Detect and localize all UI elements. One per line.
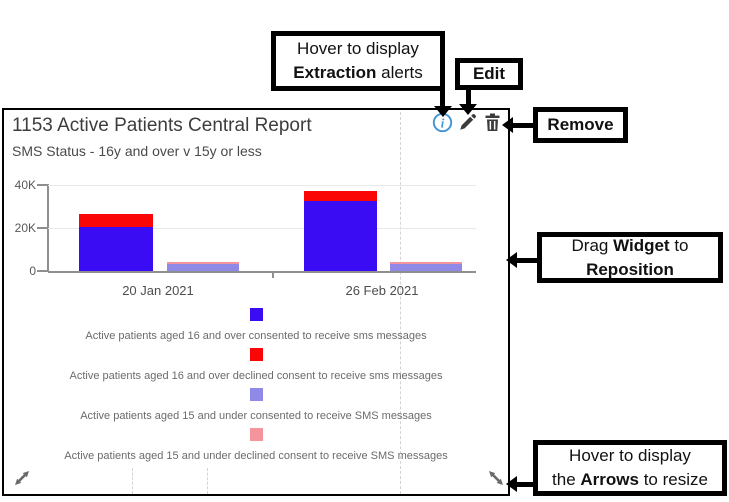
- trash-remove-icon[interactable]: [482, 112, 503, 133]
- callout-text-line: Remove: [547, 115, 614, 134]
- bar-segment: [79, 227, 153, 271]
- bar-segment: [390, 263, 462, 271]
- legend-swatch-15under-declined: [249, 428, 263, 441]
- grid-dashed-line: [207, 468, 208, 494]
- y-tickmark: [37, 270, 48, 272]
- widget-subtitle: SMS Status - 16y and over v 15y or less: [12, 143, 262, 159]
- report-widget-card[interactable]: 1153 Active Patients Central Report SMS …: [2, 108, 510, 496]
- bar-segment: [167, 264, 239, 271]
- callout-text-line: Extraction alerts: [293, 63, 423, 82]
- resize-handle-bottom-left-icon[interactable]: [13, 469, 31, 487]
- arrow-shaft: [440, 91, 445, 106]
- legend-row: Active patients aged 16 and over decline…: [4, 348, 508, 388]
- callout-extraction-alerts: Hover to display Extraction alerts: [271, 31, 445, 91]
- legend-swatch-16over-consented: [249, 308, 263, 321]
- callout-remove: Remove: [533, 107, 628, 143]
- x-axis-tickmark: [272, 272, 274, 278]
- legend-row: Active patients aged 15 and under declin…: [4, 428, 508, 468]
- resize-handle-bottom-right-icon[interactable]: [487, 469, 505, 487]
- arrow-head: [506, 251, 517, 268]
- chart-legend: Active patients aged 16 and over consent…: [4, 308, 508, 468]
- svg-text:i: i: [441, 116, 445, 130]
- bar-stack: [167, 261, 239, 271]
- arrow-head: [433, 106, 452, 117]
- legend-label: Active patients aged 15 and under declin…: [64, 450, 448, 462]
- callout-text-line: Edit: [472, 64, 506, 83]
- y-tick-label-40k: 40K: [14, 178, 36, 192]
- gridline-40k: [48, 185, 476, 186]
- callout-edit: Edit: [455, 58, 523, 90]
- callout-text-line: Hover to display: [569, 446, 691, 465]
- arrow-shaft: [516, 257, 537, 263]
- bar-segment: [167, 261, 239, 265]
- y-tick-label-0: 0: [29, 264, 36, 278]
- legend-label: Active patients aged 15 and under consen…: [80, 410, 432, 422]
- grid-dashed-line: [400, 112, 401, 494]
- callout-text-line: Hover to display: [297, 39, 419, 58]
- grid-dashed-line: [132, 468, 133, 494]
- bar-segment: [390, 261, 462, 264]
- arrow-head: [502, 116, 513, 133]
- y-tickmark: [37, 227, 48, 229]
- callout-text-line: Drag Widget to: [571, 235, 689, 255]
- x-axis-line: [48, 271, 476, 273]
- bar-stack: [304, 190, 377, 271]
- x-category-label: 20 Jan 2021: [122, 283, 194, 298]
- arrow-shaft: [465, 90, 471, 104]
- callout-resize-arrows: Hover to display the Arrows to resize: [533, 440, 727, 496]
- callout-drag-reposition: Drag Widget to Reposition: [537, 232, 723, 283]
- edit-pencil-icon[interactable]: [457, 112, 478, 133]
- legend-label: Active patients aged 16 and over decline…: [69, 370, 443, 382]
- callout-text-line: the Arrows to resize: [552, 470, 708, 489]
- arrow-head: [506, 475, 517, 492]
- arrow-head: [459, 104, 477, 115]
- bar-stack: [79, 214, 153, 271]
- bar-segment: [79, 214, 153, 228]
- arrow-shaft: [512, 122, 533, 128]
- legend-row: Active patients aged 15 and under consen…: [4, 388, 508, 428]
- widget-content: 1153 Active Patients Central Report SMS …: [4, 110, 508, 494]
- x-category-label: 26 Feb 2021: [345, 283, 419, 298]
- legend-swatch-16over-declined: [249, 348, 263, 361]
- y-tick-label-20k: 20K: [14, 221, 36, 235]
- legend-swatch-15under-consented: [249, 388, 263, 401]
- callout-text-line: Reposition: [586, 259, 674, 279]
- bar-stack: [390, 261, 462, 271]
- bar-plot-area: [4, 110, 508, 494]
- y-tickmark: [37, 184, 48, 186]
- arrow-shaft: [516, 481, 533, 487]
- bar-segment: [304, 200, 377, 271]
- widget-title: 1153 Active Patients Central Report: [12, 115, 312, 136]
- bar-segment: [304, 190, 377, 201]
- legend-label: Active patients aged 16 and over consent…: [85, 330, 427, 342]
- gridline-20k: [48, 228, 476, 229]
- legend-row: Active patients aged 16 and over consent…: [4, 308, 508, 348]
